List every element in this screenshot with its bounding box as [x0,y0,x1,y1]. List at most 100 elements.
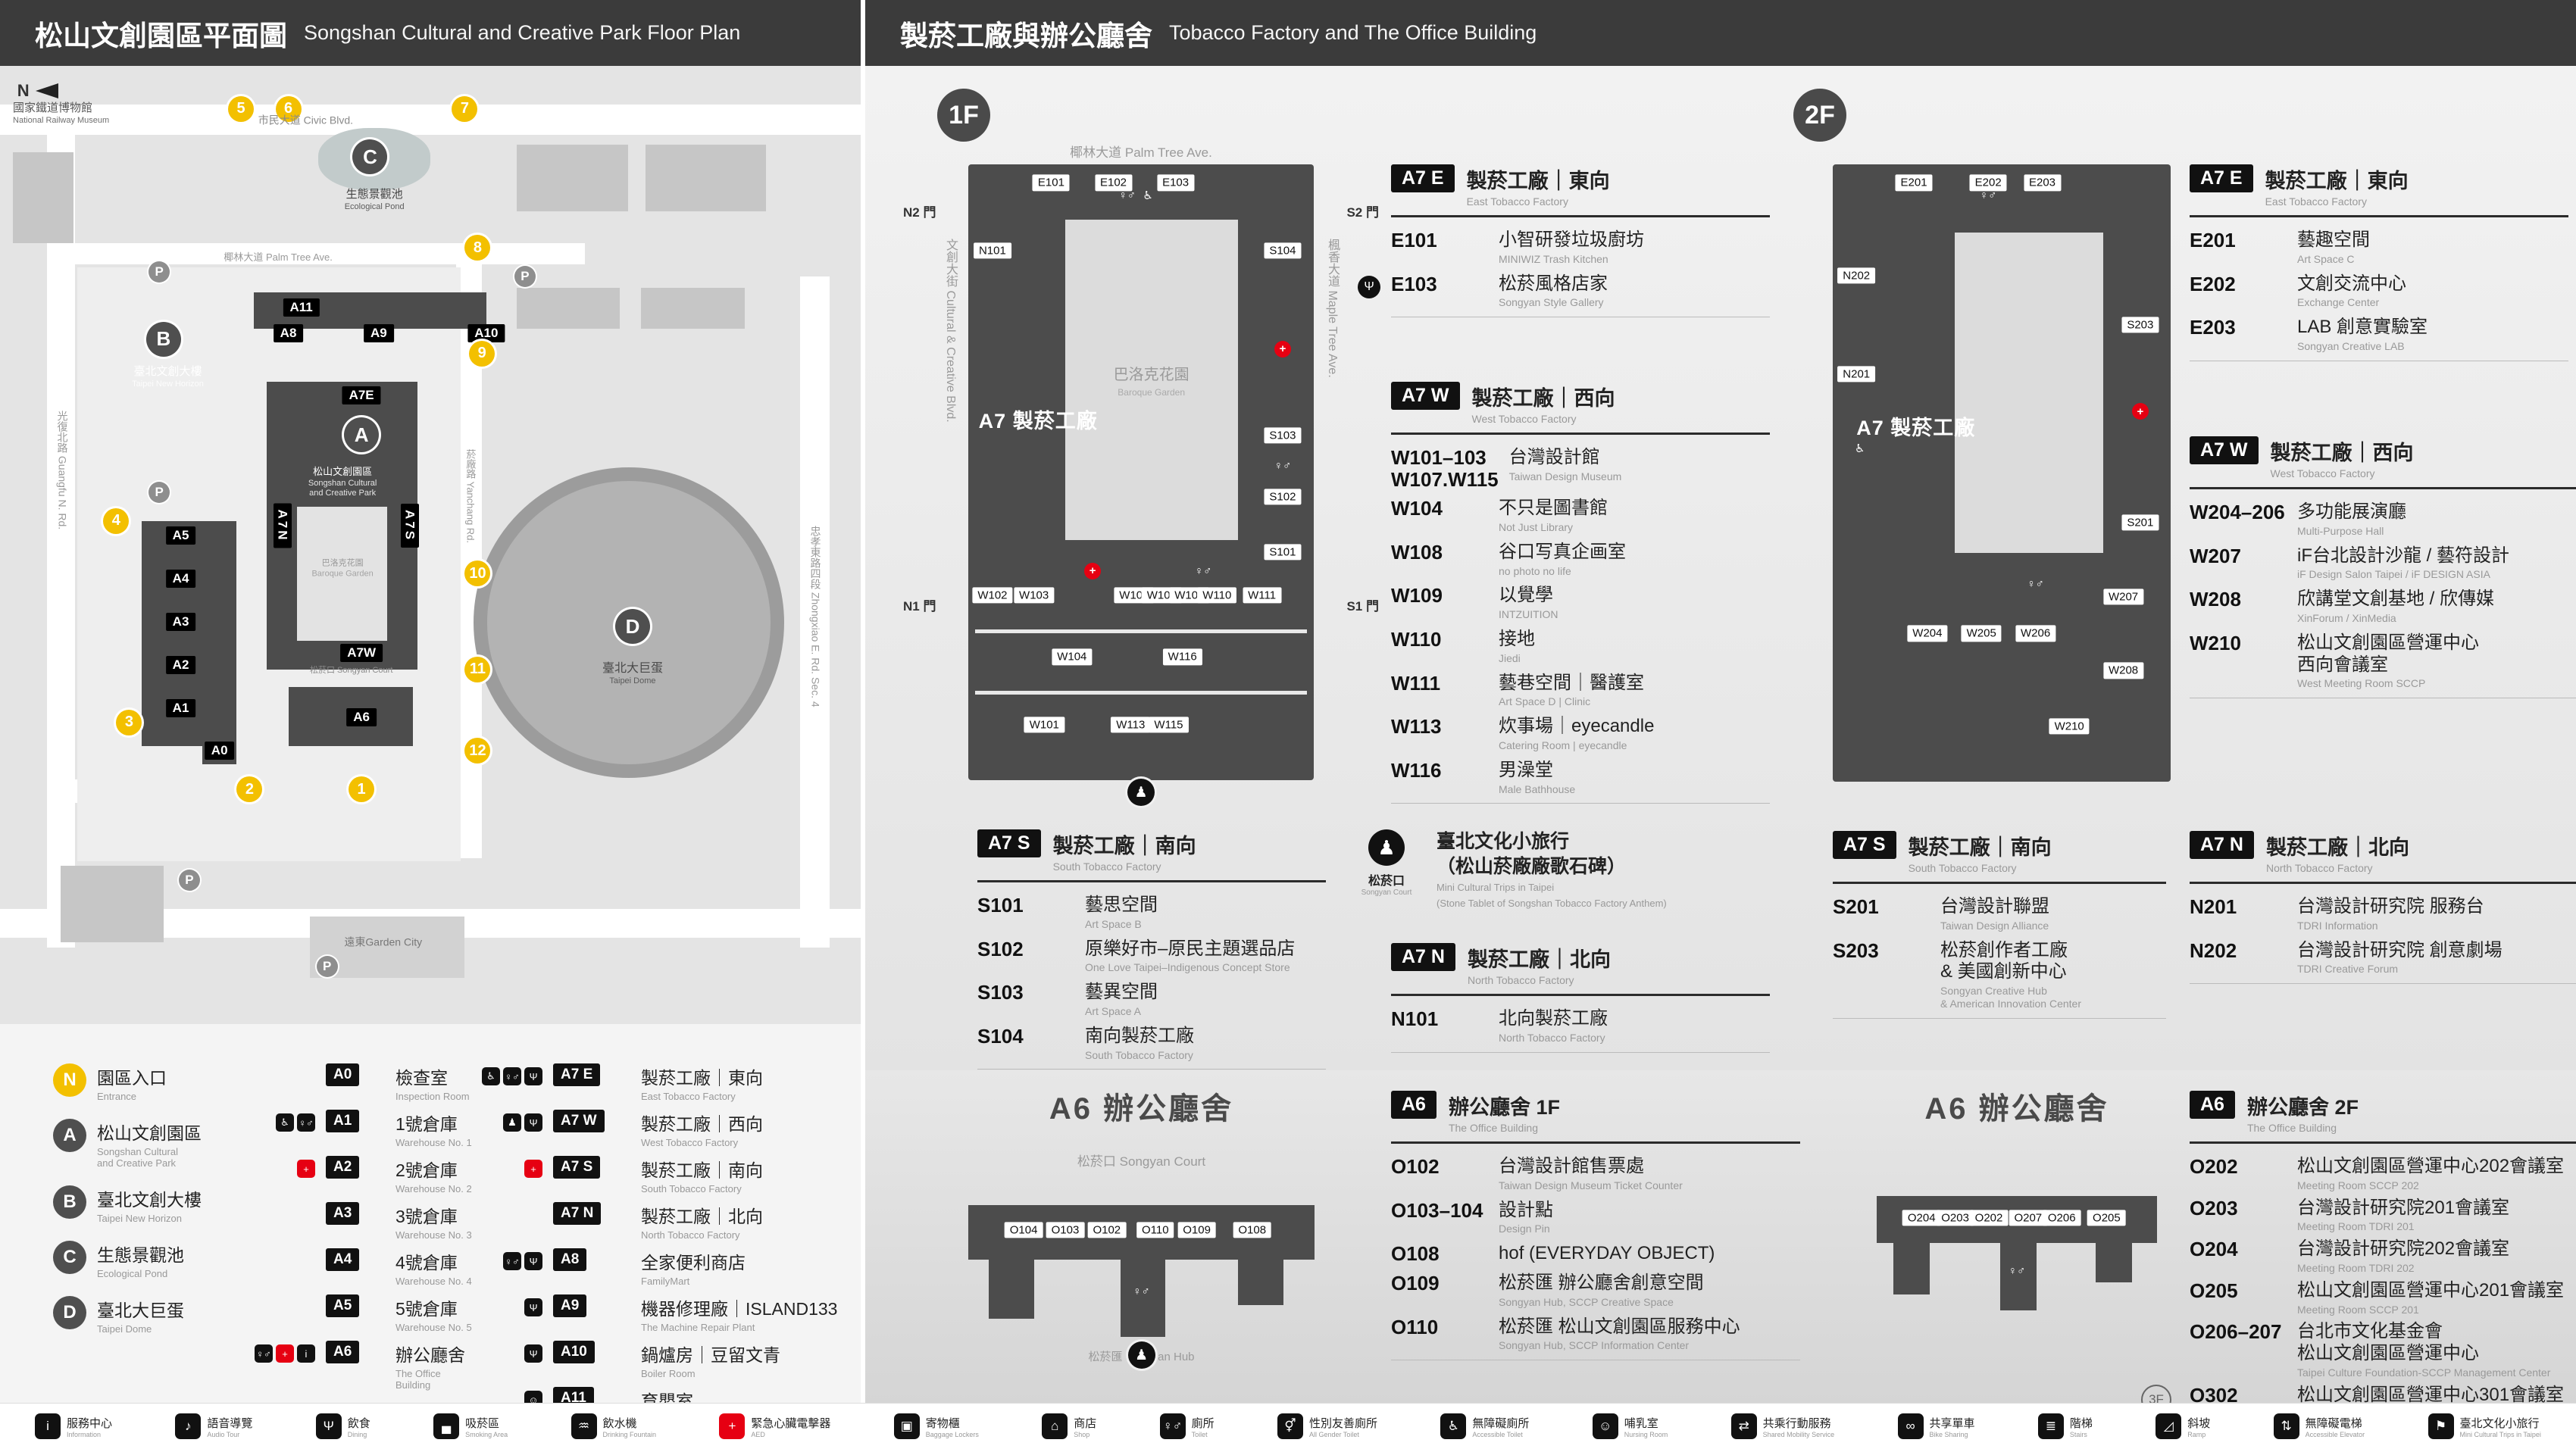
room-code: O110 [1391,1315,1439,1338]
north-arrow-shape [35,83,58,99]
map-pin-b: B [145,321,181,357]
room-code: S203 [1833,938,1879,962]
legend-zh: 鍋爐房｜豆留文青 [641,1345,780,1365]
right-header-title-zh: 製菸工廠與辦公廳舍 [900,20,1152,52]
room-code: S102 [977,937,1024,960]
legend-zh: 4號倉庫 [395,1253,458,1273]
lockers-icon: ▣ [893,1413,920,1439]
legend-en: East Tobacco Factory [641,1091,736,1102]
building-block [646,144,767,212]
room-chip-n202: N202 [1837,267,1876,284]
map-label-en: Taipei Dome [609,676,656,686]
legend-place-en: Entrance [97,1091,137,1102]
room-code: O108 [1391,1242,1440,1266]
map-label: 市民大道 Civic Blvd. [258,114,353,127]
legend-en: South Tobacco Factory [641,1183,742,1194]
room-name-zh: 台灣設計聯盟 [1940,896,2049,917]
room-name-en: Meeting Room TDRI 202 [2297,1261,2415,1274]
restaurant-icon: Ψ [524,1344,542,1363]
room-name-en: One Love Taipei–Indigenous Concept Store [1085,961,1290,974]
room-name-en: Meeting Room TDRI 201 [2297,1220,2415,1233]
room-chip-o207: O207 [2009,1209,2048,1226]
stairs-icon: ≣ [2037,1413,2064,1439]
map-label-zh: 松山文創園區 [313,466,373,478]
room-code: O102 [1391,1155,1440,1178]
room-chip-s101: S101 [1264,544,1302,561]
footer-en: Toilet [1191,1430,1208,1438]
room-name-zh: 松山文創園區營運中心 西向會議室 [2297,632,2479,675]
right-header: 製菸工廠與辦公廳舍 Tobacco Factory and The Office… [865,0,2576,66]
gender-friendly-toilet-icon: ⚥ [1277,1413,1303,1439]
info-icon: i [297,1344,315,1363]
room-name-zh: 台灣設計館 [1508,447,1600,467]
room-chip-e103: E103 [1157,174,1195,191]
room-code: W208 [2190,588,2241,611]
room-chip-s103: S103 [1264,427,1302,444]
room-chip-o109: O109 [1177,1222,1216,1238]
legend-chipbox: A6 [326,1341,385,1363]
footer-zh: 哺乳室 [1624,1416,1658,1430]
legend-place-en: Ecological Pond [97,1268,168,1279]
room-code: O204 [2190,1238,2238,1261]
office-2f-title: A6 辦公廳舍 [1924,1092,2109,1126]
footer-en: Accessible Toilet [1472,1430,1523,1438]
room-chip-n201: N201 [1837,366,1876,383]
legend-zh: 辦公廳舍 [395,1345,465,1365]
footer-zh: 階梯 [2069,1416,2093,1430]
legend-place-zh: 臺北大巨蛋 [97,1301,184,1320]
room-chip-o108: O108 [1233,1222,1272,1238]
accessible-elevator-icon: ⇅ [2273,1413,2299,1439]
room-name-zh: 藝巷空間｜醫護室 [1499,672,1644,693]
room-chip-n101: N101 [973,242,1011,259]
room-code: E202 [2190,272,2236,295]
footer-zh: 性別友善廁所 [1308,1416,1377,1430]
footer-zh: 服務中心 [67,1416,113,1430]
map-chip-a9: A9 [363,323,394,342]
pictogram-icon: ♿ [1143,189,1153,202]
legend-zh: 1號倉庫 [395,1114,458,1134]
aed-icon: + [524,1160,542,1178]
room-name-en: North Tobacco Factory [1499,1031,1605,1044]
songyan-court-entry: ♟ 松菸口 Songyan Court 臺北文化小旅行 （松山菸廠廠歌石碑） M… [1350,829,1790,910]
building-label-1f: A7 製菸工廠 [978,410,1098,433]
legend-zh: 5號倉庫 [395,1299,458,1319]
legend-place-en: Taipei New Horizon [97,1213,182,1224]
restaurant-icon: Ψ [524,1252,542,1270]
map-label-zh: 臺北大巨蛋 [602,662,663,676]
legend-icons: ♿♀♂ [250,1110,315,1132]
room-name-en: Art Space D | Clinic [1499,695,1591,708]
legend-chip: A10 [553,1341,595,1363]
legend-icons: ♿♀♂Ψ [477,1063,542,1085]
shop-icon: ⌂ [1042,1413,1068,1439]
room-chip-e102: E102 [1094,174,1133,191]
room-name-zh: 台灣設計研究院202會議室 [2297,1238,2510,1260]
